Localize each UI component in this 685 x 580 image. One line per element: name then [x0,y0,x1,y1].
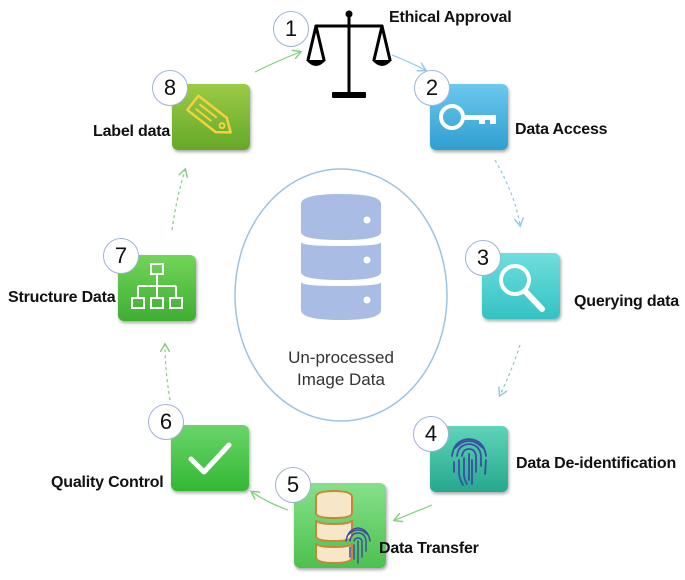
step-number-4: 4 [413,416,449,452]
arrow-6-to-7 [165,345,171,401]
step-label-1: Ethical Approval [389,9,512,26]
step-label-6: Quality Control [51,474,164,491]
database-fingerprint-icon [315,489,371,565]
scale-icon [306,10,392,98]
tag-icon [186,94,232,134]
arrow-2-to-3 [494,159,520,225]
center-label-line2: Image Data [297,370,385,389]
key-icon [439,104,496,130]
arrow-1-to-2 [391,54,425,70]
arrow-8-to-1 [254,52,300,73]
step-tile-5 [294,483,386,568]
step-number-6: 6 [148,404,184,440]
step-number-8: 8 [152,70,188,106]
arrow-5-to-6 [252,492,289,511]
step-label-4: Data De-identification [516,455,677,472]
step-number-3: 3 [465,240,501,276]
step-label-8: Label data [93,123,171,140]
magnifier-icon [499,264,545,312]
step-number-7: 7 [103,238,139,274]
step-tile-4 [430,426,508,492]
step-number-2: 2 [414,70,450,106]
arrow-3-to-4 [500,344,521,395]
fingerprint-icon [451,438,487,486]
step-label-7: Structure Data [8,289,116,306]
arrow-7-to-8 [171,170,185,231]
arrow-4-to-5 [395,504,433,520]
step-number-5: 5 [275,467,311,503]
database-icon [301,194,381,320]
checkmark-icon [188,442,232,475]
step-label-3: Querying data [574,293,679,310]
hierarchy-icon [131,263,183,309]
center-label-line1: Un-processed [288,348,394,367]
step-tile-6 [171,425,249,491]
step-label-5: Data Transfer [379,540,479,557]
step-number-1: 1 [273,11,309,47]
step-label-2: Data Access [515,121,608,138]
